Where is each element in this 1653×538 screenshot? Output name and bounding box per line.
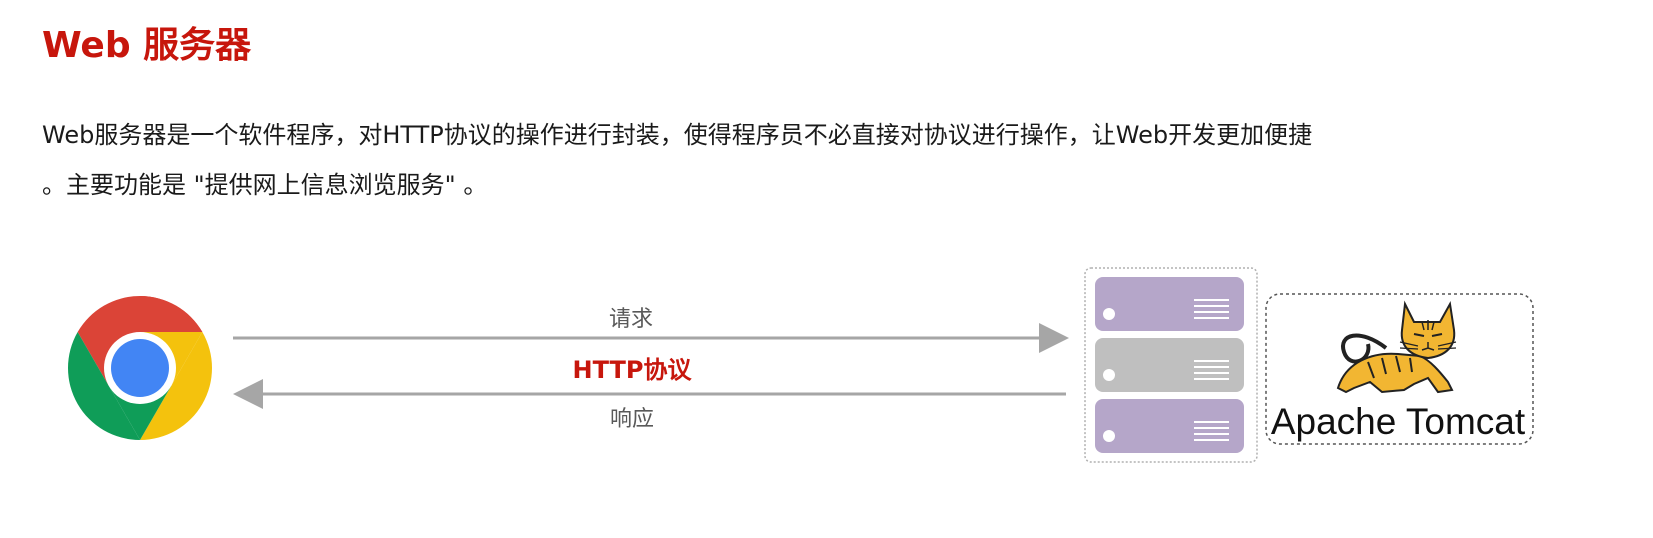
tomcat-logo: Apache Tomcat [1265,293,1534,445]
description-line-1: Web服务器是一个软件程序，对HTTP协议的操作进行封装，使得程序员不必直接对协… [42,121,1313,149]
tomcat-logo-border [1265,293,1534,445]
chrome-icon [68,296,212,440]
description: Web服务器是一个软件程序，对HTTP协议的操作进行封装，使得程序员不必直接对协… [42,110,1312,210]
description-line-2: 。主要功能是 "提供网上信息浏览服务" 。 [42,171,488,199]
server-unit-middle [1095,338,1244,392]
server-stack-border [1084,267,1258,463]
request-label: 请求 [609,307,653,332]
server-unit-bottom [1095,399,1244,453]
page-title: Web 服务器 [42,25,252,66]
tomcat-cat-icon [1336,300,1457,394]
protocol-label: HTTP协议 [573,356,693,384]
server-unit-top [1095,277,1244,331]
response-label: 响应 [610,407,654,432]
tomcat-label: Apache Tomcat [1271,401,1526,442]
server-stack-icon [1084,267,1258,463]
